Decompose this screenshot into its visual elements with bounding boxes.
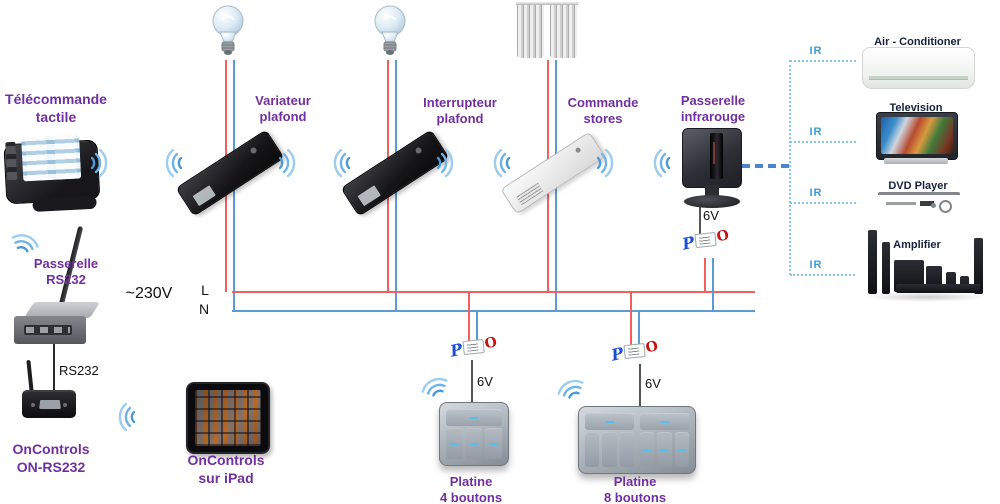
label-line: 8 boutons <box>603 490 667 504</box>
wifi-waves-icon <box>434 148 456 178</box>
label-line: RS232 <box>46 272 86 288</box>
label-line: 4 boutons <box>439 490 503 504</box>
platine4-label: Platine 4 boutons <box>421 474 521 504</box>
keypad-4-button-device <box>439 402 509 466</box>
commande-stores-label: Commande stores <box>553 95 653 128</box>
ir-branch-tv <box>790 141 856 143</box>
bus-line-L <box>232 291 755 293</box>
blind-module-device <box>500 131 606 215</box>
interrupteur-label: Interrupteur plafond <box>410 95 510 128</box>
oncontrols-gateway-device <box>18 358 80 418</box>
label-line: infrarouge <box>680 109 746 125</box>
label-line: plafond <box>436 111 484 127</box>
label-line: OnControls <box>12 441 90 457</box>
ir-tag: IR <box>809 126 823 138</box>
label-line: stores <box>583 111 623 127</box>
curtains-icon <box>516 2 578 60</box>
wifi-waves-icon <box>276 148 298 178</box>
wire-platine4-live <box>468 292 470 342</box>
amplifier-label: Amplifier <box>893 239 941 251</box>
wire-rs232 <box>53 340 55 392</box>
bus-line-N <box>232 310 755 312</box>
mains-voltage-label: ~230V <box>125 285 173 302</box>
ir-gateway-device <box>682 128 742 210</box>
wifi-waves-icon <box>163 148 185 178</box>
oncontrols-gateway-label: OnControls ON-RS232 <box>0 441 102 476</box>
ir-branch-amp <box>790 274 855 276</box>
label-line: tactile <box>35 108 77 125</box>
rs232-gateway-device <box>6 224 102 350</box>
wifi-waves-icon <box>7 228 43 259</box>
air-conditioner-image <box>862 47 975 89</box>
wifi-waves-icon <box>88 148 110 178</box>
label-line: Platine <box>449 474 493 489</box>
ipad-device <box>186 382 270 454</box>
label-line: Variateur <box>255 93 311 108</box>
wifi-waves-icon <box>651 148 673 178</box>
television-stand <box>884 158 948 164</box>
ir-branch-dvd <box>790 202 856 204</box>
wire-irpsu-neutral <box>712 258 714 312</box>
keypad-8-button-device <box>578 406 696 474</box>
ir-tag: IR <box>809 187 823 199</box>
television-label: Television <box>889 102 943 114</box>
passerelle-ir-label: Passerelle infrarouge <box>662 93 764 126</box>
ir-tag: IR <box>809 45 823 57</box>
wire-irgateway-6v <box>699 204 701 234</box>
light-bulb-icon <box>374 5 406 55</box>
wire-irpsu-live <box>704 258 706 293</box>
label-line: Commande <box>567 95 639 110</box>
wifi-waves-icon <box>491 148 513 178</box>
label-line: Interrupteur <box>423 95 497 110</box>
label-line: plafond <box>259 109 307 125</box>
light-bulb-icon <box>212 5 244 55</box>
ir-branch-ac <box>790 60 856 62</box>
wifi-waves-icon <box>553 373 589 406</box>
ir-gateway-link-dashed <box>742 164 789 168</box>
air-conditioner-label: Air - Conditioner <box>874 36 961 48</box>
variateur-label: Variateur plafond <box>233 93 333 126</box>
line-L-label: L <box>201 282 209 298</box>
label-line: ON-RS232 <box>16 458 86 475</box>
wire-platine4-neutral <box>476 311 478 342</box>
irgateway-6v-label: 6V <box>703 208 719 223</box>
telecommande-label: Télécommande tactile <box>0 91 112 126</box>
wire-platine8-live <box>630 292 632 345</box>
television-image <box>876 112 958 160</box>
platine8-label: Platine 8 boutons <box>585 474 685 504</box>
label-line: Passerelle <box>33 256 99 271</box>
dvd-player-label: DVD Player <box>888 180 948 192</box>
label-line: Télécommande <box>5 91 107 107</box>
wire-platine8-6v <box>639 364 641 408</box>
oncontrols-ipad-label: OnControls sur iPad <box>176 452 276 487</box>
rs232-wire-label: RS232 <box>59 363 99 378</box>
platine4-6v-label: 6V <box>477 374 493 389</box>
platine8-6v-label: 6V <box>645 376 661 391</box>
wifi-waves-icon <box>116 402 138 432</box>
wifi-waves-icon <box>417 371 453 404</box>
wifi-waves-icon <box>331 148 353 178</box>
wire-platine4-6v <box>471 360 473 405</box>
label-line: Passerelle <box>680 93 746 108</box>
label-line: Platine <box>613 474 657 489</box>
dvd-player-image <box>878 192 960 219</box>
ir-tag: IR <box>809 259 823 271</box>
passerelle-rs232-label: Passerelle RS232 <box>14 256 118 289</box>
ir-trunk-line <box>789 60 791 275</box>
amplifier-image <box>862 226 992 304</box>
wifi-waves-icon <box>594 148 616 178</box>
line-N-label: N <box>198 301 210 317</box>
label-line: OnControls <box>187 452 265 468</box>
label-line: sur iPad <box>198 469 254 486</box>
dimmer-module-device <box>175 129 285 217</box>
wire-platine8-neutral <box>638 311 640 345</box>
